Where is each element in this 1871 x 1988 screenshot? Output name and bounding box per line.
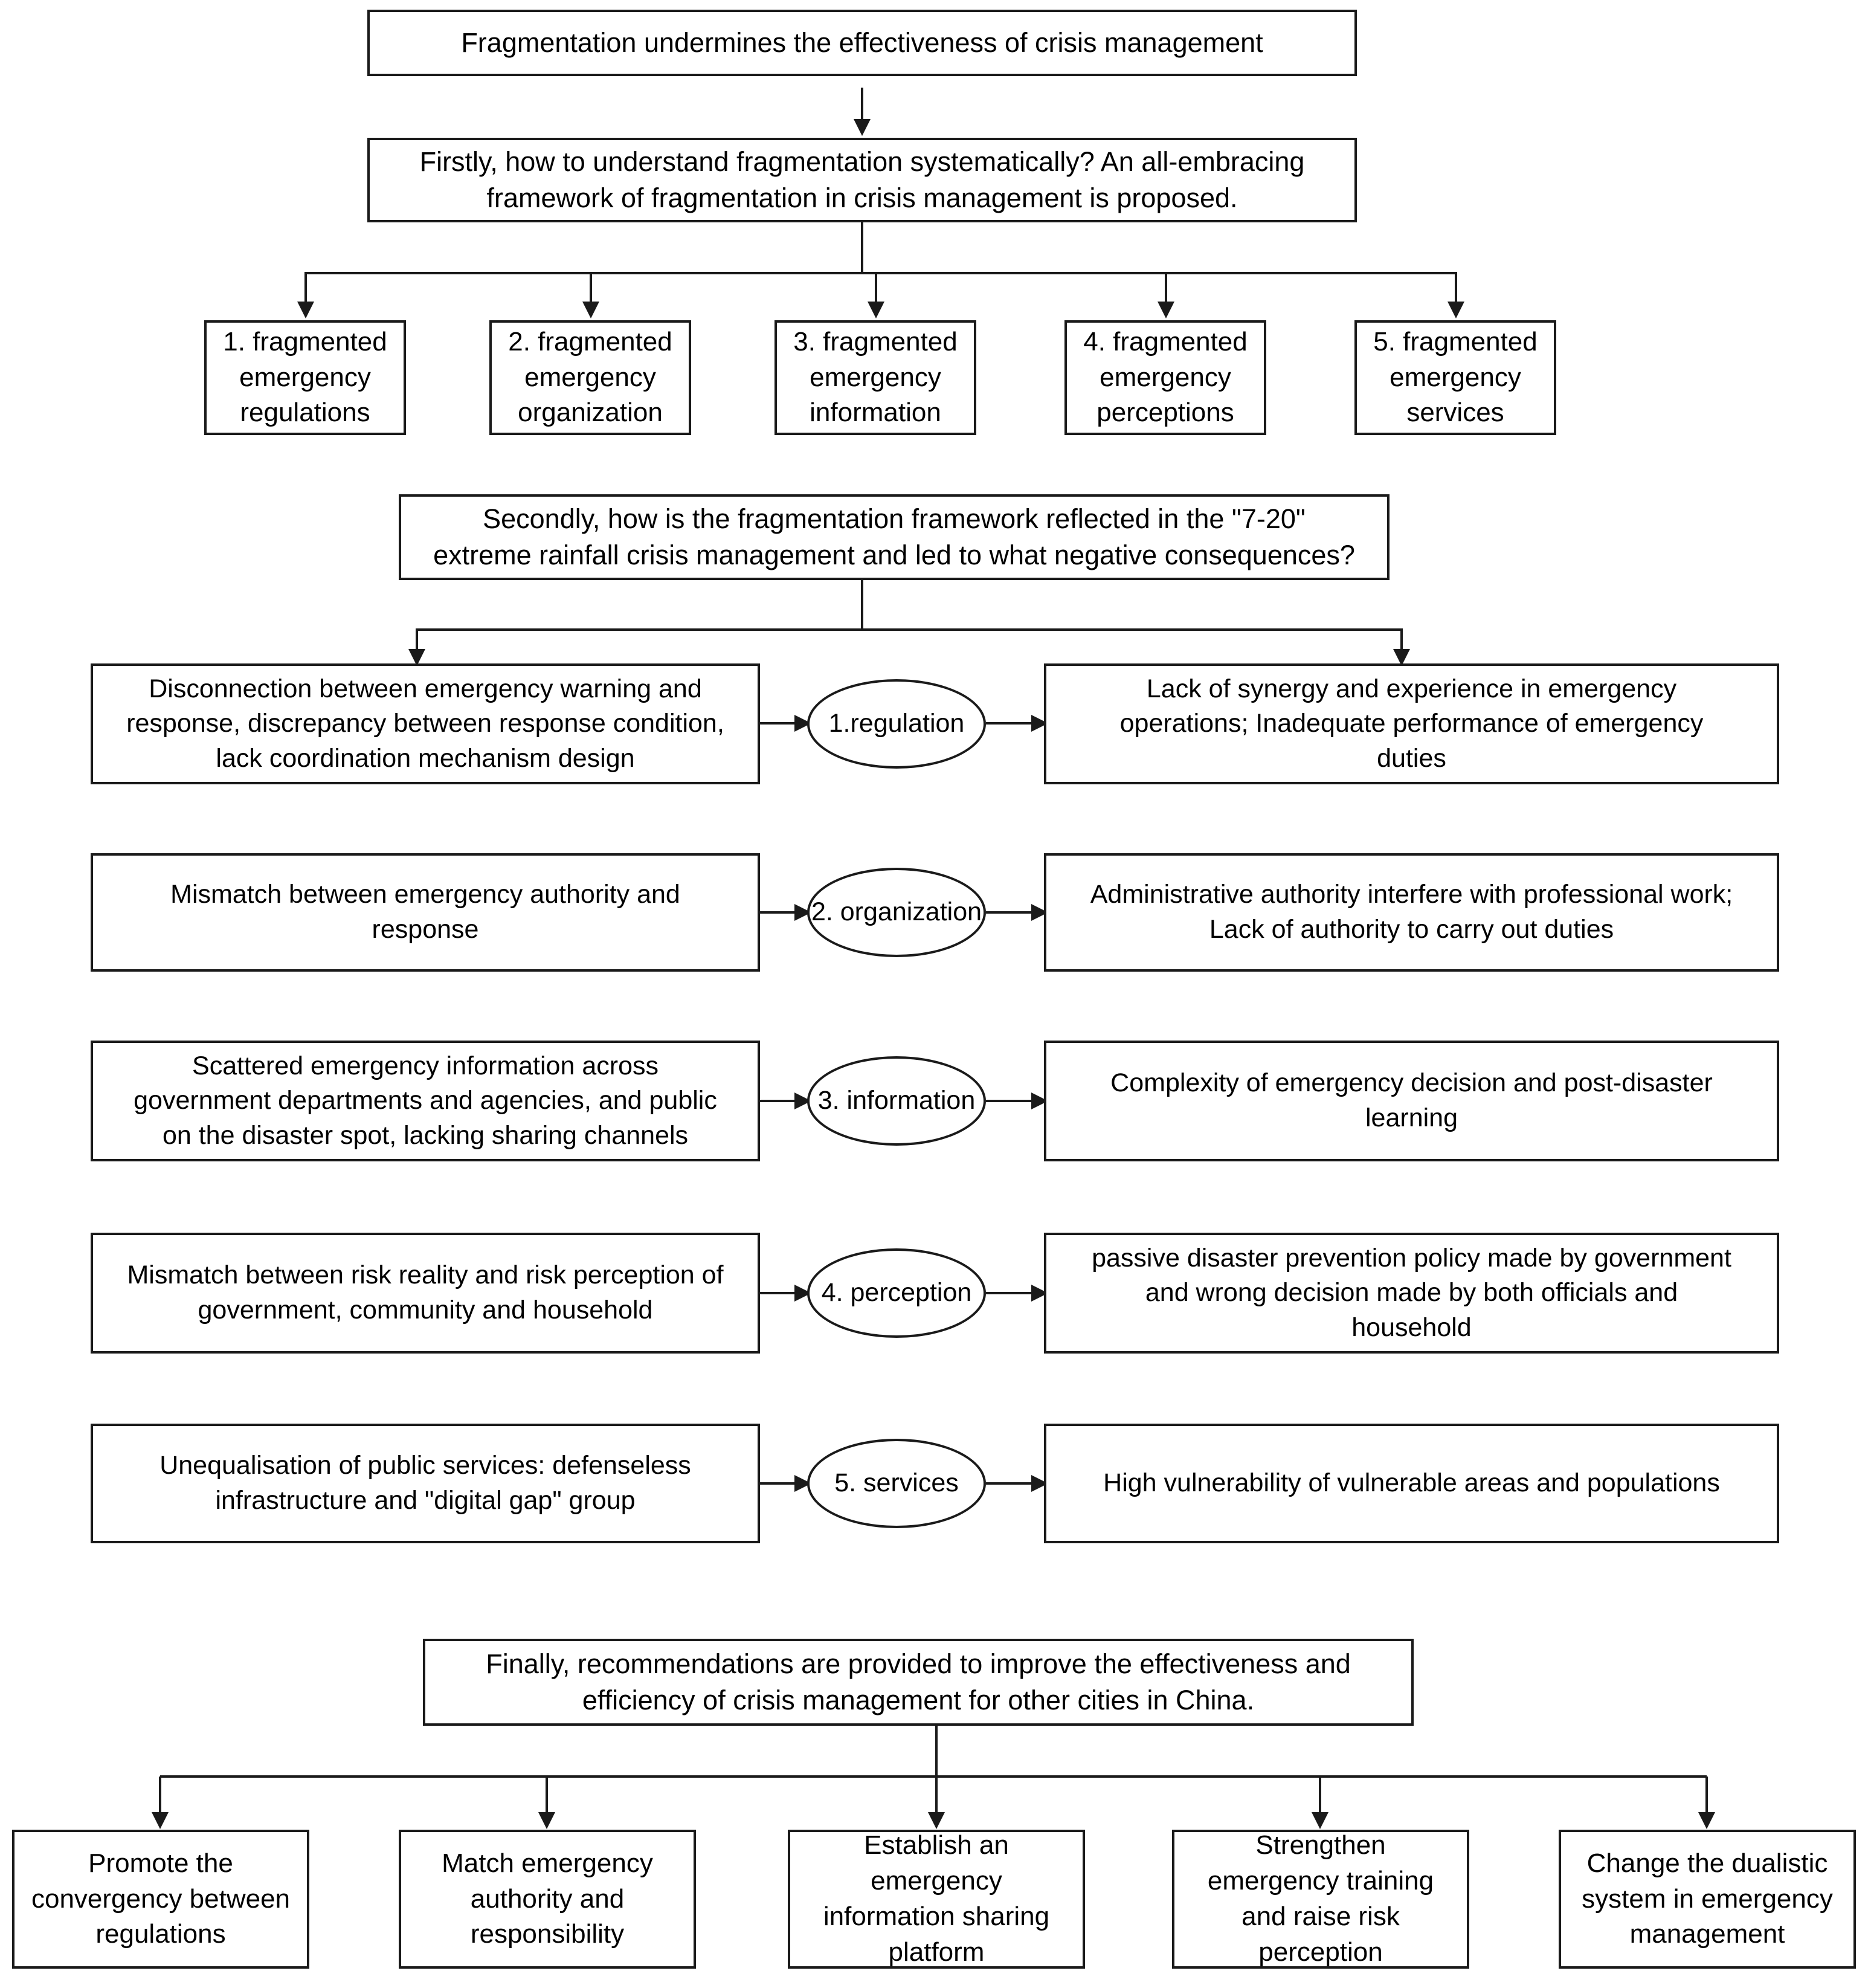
effect-box-5: High vulnerability of vulnerable areas a… bbox=[1044, 1424, 1779, 1543]
recommendation-box-1: Promote the convergency between regulati… bbox=[12, 1830, 309, 1969]
recommendation-label-5: Change the dualistic system in emergency… bbox=[1582, 1848, 1833, 1949]
dimension-label-1: 1. fragmented emergency regulations bbox=[223, 326, 387, 428]
dimension-box-1: 1. fragmented emergency regulations bbox=[204, 320, 406, 435]
dimension-box-5: 5. fragmented emergency services bbox=[1354, 320, 1556, 435]
dimension-box-2: 2. fragmented emergency organization bbox=[489, 320, 691, 435]
recommendation-box-4: Strengthen emergency training and raise … bbox=[1172, 1830, 1469, 1969]
effect-text-2: Administrative authority interfere with … bbox=[1090, 880, 1733, 944]
cause-box-2: Mismatch between emergency authority and… bbox=[91, 853, 760, 972]
effect-box-3: Complexity of emergency decision and pos… bbox=[1044, 1041, 1779, 1161]
effect-text-4: passive disaster prevention policy made … bbox=[1092, 1243, 1731, 1342]
dimension-box-3: 3. fragmented emergency information bbox=[774, 320, 976, 435]
cause-text-4: Mismatch between risk reality and risk p… bbox=[127, 1260, 724, 1325]
recommendation-label-2: Match emergency authority and responsibi… bbox=[442, 1848, 653, 1949]
recommendation-label-3: Establish an emergency information shari… bbox=[823, 1830, 1050, 1967]
recommendation-label-4: Strengthen emergency training and raise … bbox=[1207, 1830, 1434, 1967]
question-secondly-text: Secondly, how is the fragmentation frame… bbox=[433, 503, 1355, 570]
mediator-node-5: 5. services bbox=[807, 1439, 986, 1528]
recommendation-box-3: Establish an emergency information shari… bbox=[788, 1830, 1085, 1969]
recommendation-label-1: Promote the convergency between regulati… bbox=[31, 1848, 291, 1949]
cause-box-4: Mismatch between risk reality and risk p… bbox=[91, 1233, 760, 1354]
recommendation-box-5: Change the dualistic system in emergency… bbox=[1559, 1830, 1856, 1969]
mediator-node-4: 4. perception bbox=[807, 1248, 986, 1338]
cause-text-2: Mismatch between emergency authority and… bbox=[170, 880, 680, 944]
mediator-node-2: 2. organization bbox=[807, 868, 986, 957]
effect-text-1: Lack of synergy and experience in emerge… bbox=[1119, 674, 1704, 773]
mediator-label-5: 5. services bbox=[834, 1468, 959, 1498]
question-finally-text: Finally, recommendations are provided to… bbox=[486, 1648, 1351, 1715]
mediator-label-3: 3. information bbox=[817, 1086, 976, 1115]
dimension-label-2: 2. fragmented emergency organization bbox=[508, 326, 672, 428]
dimension-box-4: 4. fragmented emergency perceptions bbox=[1064, 320, 1266, 435]
title-text: Fragmentation undermines the effectivene… bbox=[461, 27, 1263, 58]
title-box: Fragmentation undermines the effectivene… bbox=[367, 10, 1357, 76]
mediator-label-4: 4. perception bbox=[821, 1278, 972, 1308]
cause-box-3: Scattered emergency information across g… bbox=[91, 1041, 760, 1161]
dimension-label-4: 4. fragmented emergency perceptions bbox=[1083, 326, 1248, 428]
effect-box-2: Administrative authority interfere with … bbox=[1044, 853, 1779, 972]
cause-box-5: Unequalisation of public services: defen… bbox=[91, 1424, 760, 1543]
cause-text-1: Disconnection between emergency warning … bbox=[126, 674, 724, 773]
cause-text-3: Scattered emergency information across g… bbox=[134, 1051, 717, 1150]
effect-text-5: High vulnerability of vulnerable areas a… bbox=[1103, 1468, 1720, 1498]
effect-box-1: Lack of synergy and experience in emerge… bbox=[1044, 663, 1779, 784]
mediator-node-1: 1.regulation bbox=[807, 679, 986, 769]
cause-text-5: Unequalisation of public services: defen… bbox=[159, 1451, 691, 1515]
question-secondly-box: Secondly, how is the fragmentation frame… bbox=[399, 494, 1390, 580]
effect-text-3: Complexity of emergency decision and pos… bbox=[1110, 1068, 1713, 1132]
mediator-node-3: 3. information bbox=[807, 1056, 986, 1146]
recommendation-box-2: Match emergency authority and responsibi… bbox=[399, 1830, 696, 1969]
mediator-label-1: 1.regulation bbox=[828, 709, 965, 738]
question-firstly-box: Firstly, how to understand fragmentation… bbox=[367, 138, 1357, 222]
question-firstly-text: Firstly, how to understand fragmentation… bbox=[419, 146, 1305, 213]
cause-box-1: Disconnection between emergency warning … bbox=[91, 663, 760, 784]
effect-box-4: passive disaster prevention policy made … bbox=[1044, 1233, 1779, 1354]
question-finally-box: Finally, recommendations are provided to… bbox=[423, 1639, 1414, 1726]
dimension-label-3: 3. fragmented emergency information bbox=[793, 326, 958, 428]
dimension-label-5: 5. fragmented emergency services bbox=[1373, 326, 1538, 428]
mediator-label-2: 2. organization bbox=[811, 897, 982, 927]
